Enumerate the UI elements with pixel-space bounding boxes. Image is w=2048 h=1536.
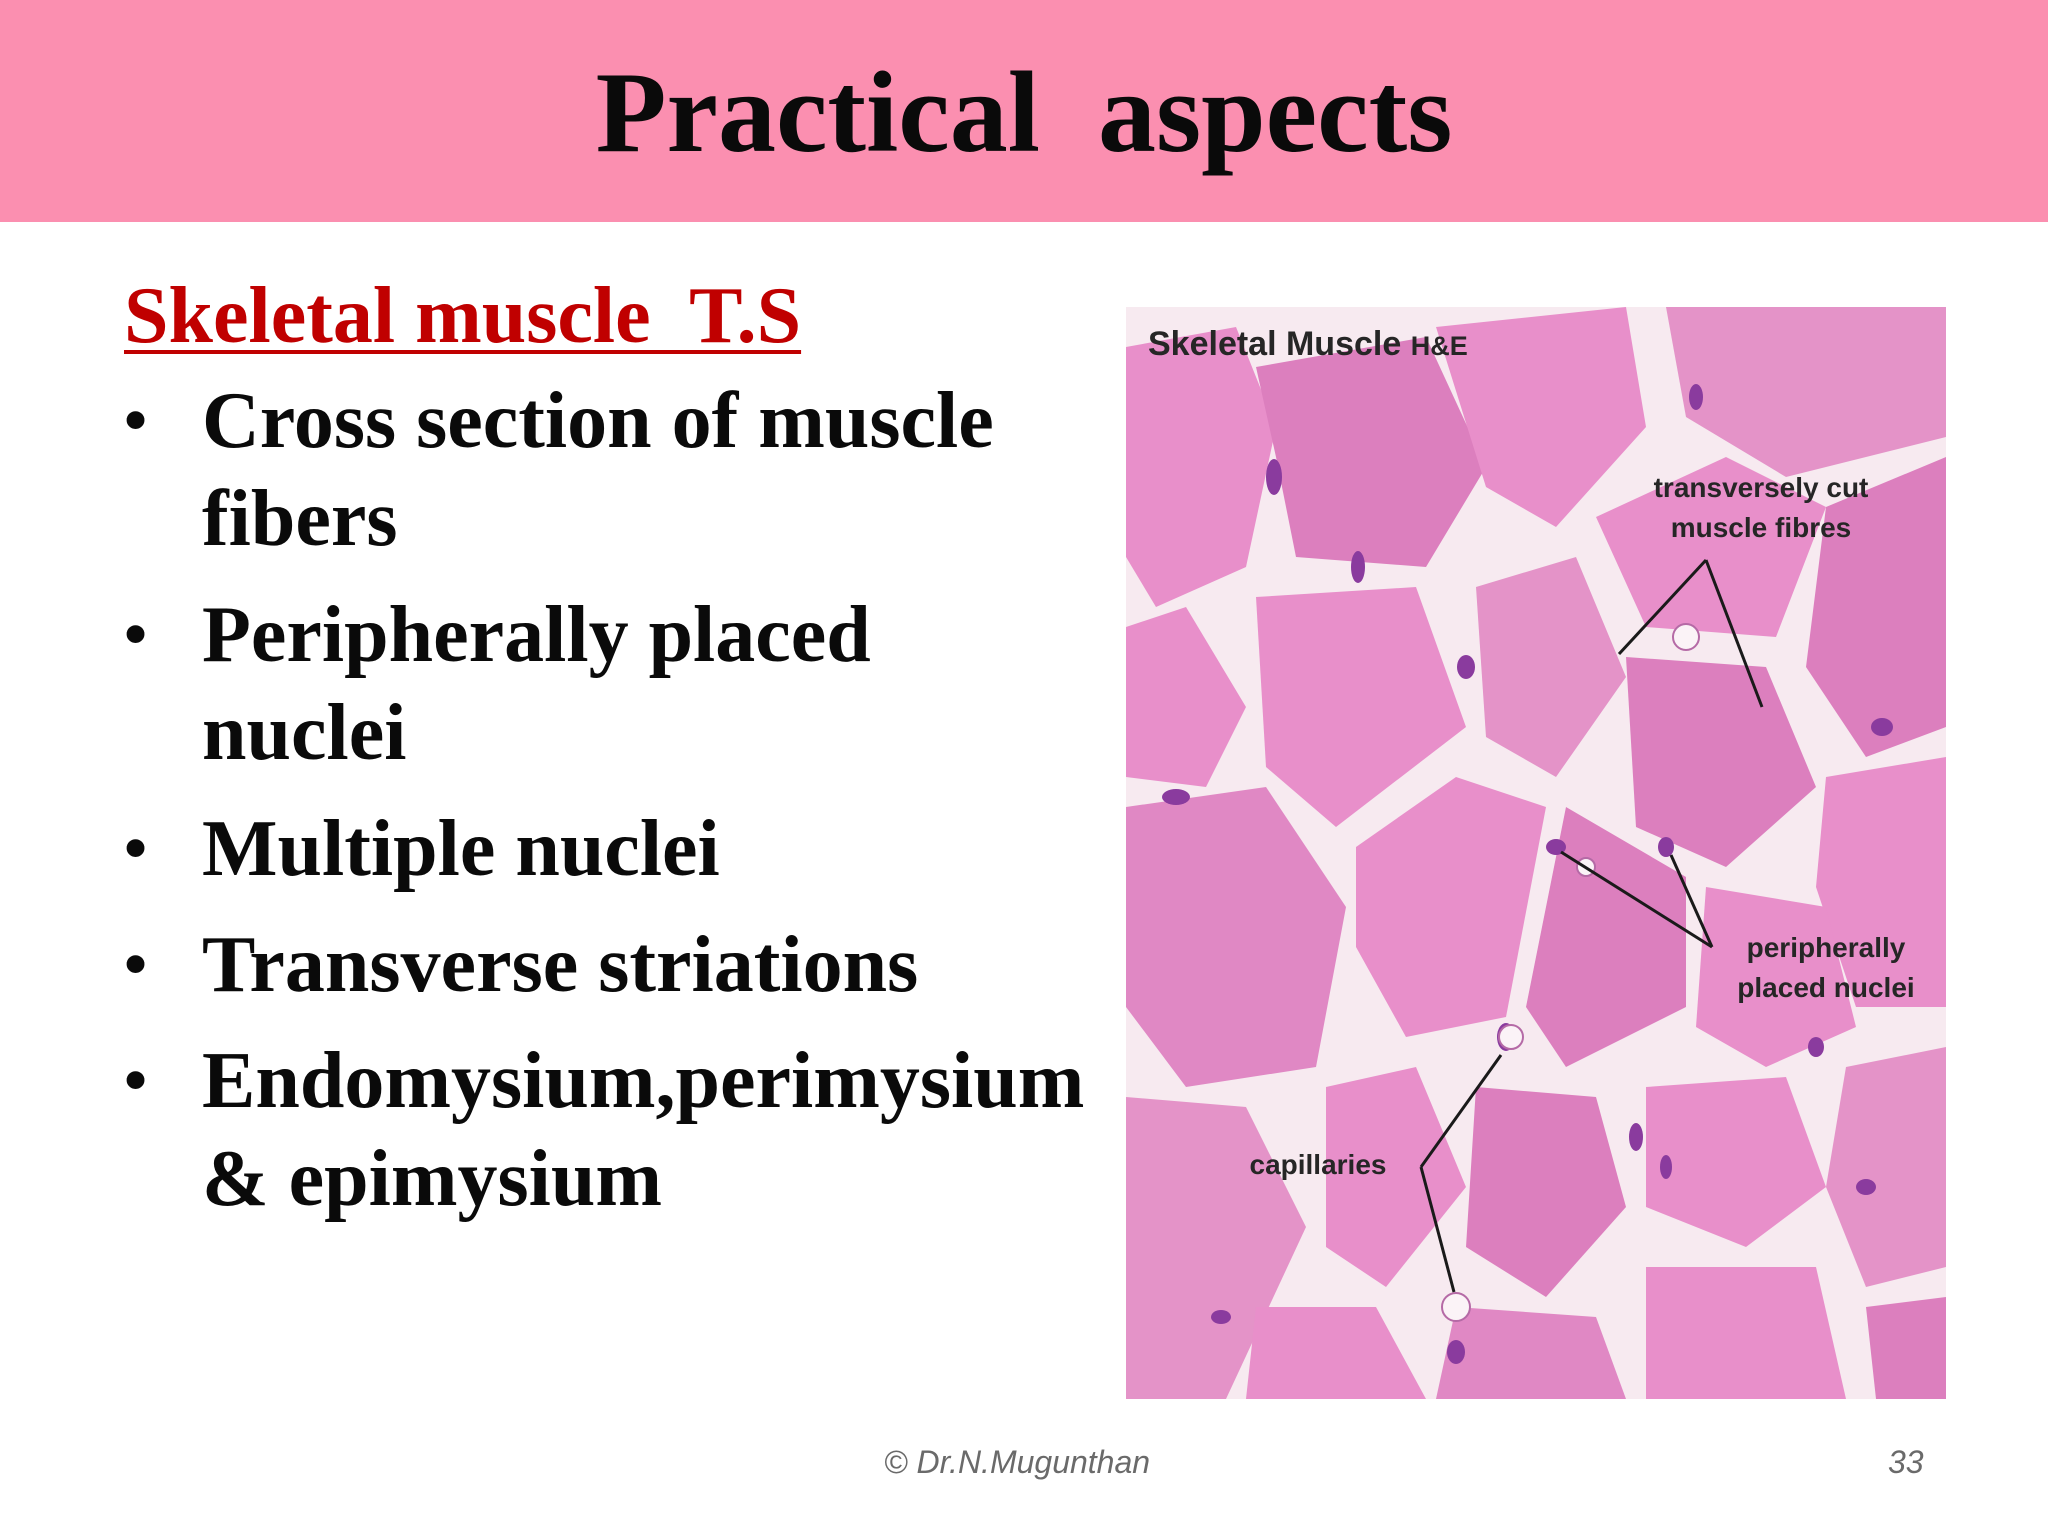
muscle-fibre [1356, 777, 1546, 1037]
micrograph-heading: Skeletal Muscle H&E [1148, 325, 1468, 363]
bullet-dot-icon: • [124, 928, 148, 1001]
muscle-fibre [1436, 1307, 1626, 1399]
bullet-item: • Peripherally placed nuclei [124, 586, 1054, 782]
pointer-line [1669, 854, 1714, 948]
muscle-fibre [1866, 1297, 1946, 1399]
nucleus [1162, 789, 1190, 805]
nucleus [1871, 718, 1893, 736]
muscle-fibre [1646, 1267, 1846, 1399]
label-fibres-line2: muscle fibres [1671, 512, 1852, 543]
bullet-dot-icon: • [124, 1044, 148, 1117]
bullet-text: Endomysium,perimysium & epimysium [202, 1037, 1085, 1223]
muscle-fibre [1126, 327, 1276, 607]
pointer-line [1704, 559, 1764, 708]
muscle-fibre [1826, 1047, 1946, 1287]
muscle-fibre [1256, 587, 1466, 827]
bullet-dot-icon: • [124, 812, 148, 885]
nucleus [1266, 459, 1282, 495]
muscle-fibre [1436, 307, 1646, 527]
bullet-item: • Cross section of muscle fibers [124, 372, 1054, 568]
muscle-fibre [1626, 657, 1816, 867]
label-nuclei-line1: peripherally [1747, 932, 1906, 963]
slide-title: Practical aspects [595, 49, 1453, 177]
nucleus [1658, 837, 1674, 857]
muscle-fibre [1666, 307, 1946, 477]
pointer-line [1560, 850, 1713, 949]
nucleus [1546, 839, 1566, 855]
footer-page-number: 33 [1888, 1444, 1924, 1480]
muscle-fibre [1326, 1067, 1466, 1287]
micrograph-svg: Skeletal Muscle H&E transversely cut mus… [1126, 307, 1946, 1399]
nucleus [1351, 551, 1365, 583]
nucleus [1808, 1037, 1824, 1057]
muscle-fibre [1126, 787, 1346, 1087]
bullet-text: Transverse striations [202, 921, 919, 1009]
nucleus [1856, 1179, 1876, 1195]
micrograph-image: Skeletal Muscle H&E transversely cut mus… [1126, 307, 1946, 1399]
muscle-fibre [1476, 557, 1626, 777]
bullet-dot-icon: • [124, 384, 148, 457]
muscle-fibre [1806, 457, 1946, 757]
muscle-fibre [1696, 887, 1856, 1067]
footer-copyright: © Dr.N.Mugunthan [884, 1444, 1151, 1480]
bullet-dot-icon: • [124, 598, 148, 671]
nucleus [1689, 384, 1703, 410]
capillary [1672, 623, 1700, 651]
capillary [1441, 1292, 1471, 1322]
label-nuclei-line2: placed nuclei [1737, 972, 1914, 1003]
muscle-fibre [1646, 1077, 1826, 1247]
nucleus [1457, 655, 1475, 679]
pointer-line [1419, 1166, 1456, 1293]
muscle-fibre [1256, 337, 1486, 567]
content-left: Skeletal muscle T.S • Cross section of mu… [124, 268, 1084, 1246]
muscle-fibre [1596, 457, 1826, 637]
nucleus [1447, 1340, 1465, 1364]
muscle-fibre [1126, 607, 1246, 787]
nucleus [1660, 1155, 1672, 1179]
bullet-text: Multiple nuclei [202, 805, 720, 893]
capillaries [1441, 623, 1700, 1322]
bullet-item: • Endomysium,perimysium & epimysium [124, 1032, 1084, 1228]
pointer-line [1617, 558, 1708, 656]
nucleus [1629, 1123, 1643, 1151]
title-bar [0, 0, 2048, 222]
muscle-fibre [1466, 1087, 1626, 1297]
bullet-item: • Transverse striations [124, 916, 1054, 1014]
bullet-list: • Cross section of muscle fibers • Periphe… [124, 372, 1084, 1228]
pointer-lines [1419, 558, 1764, 1293]
label-capillaries: capillaries [1250, 1149, 1387, 1180]
pointer-line [1419, 1054, 1503, 1168]
muscle-fibres [1126, 307, 1946, 1399]
muscle-fibre [1246, 1307, 1426, 1399]
bullet-text: Cross section of muscle fibers [202, 377, 994, 563]
section-subtitle: Skeletal muscle T.S [124, 272, 802, 360]
capillary [1498, 1024, 1524, 1050]
bullet-text: Peripherally placed nuclei [202, 591, 871, 777]
label-fibres-line1: transversely cut [1654, 472, 1869, 503]
nucleus [1211, 1310, 1231, 1324]
bullet-item: • Multiple nuclei [124, 800, 1054, 898]
muscle-fibre [1526, 807, 1686, 1067]
muscle-fibre [1816, 757, 1946, 1007]
